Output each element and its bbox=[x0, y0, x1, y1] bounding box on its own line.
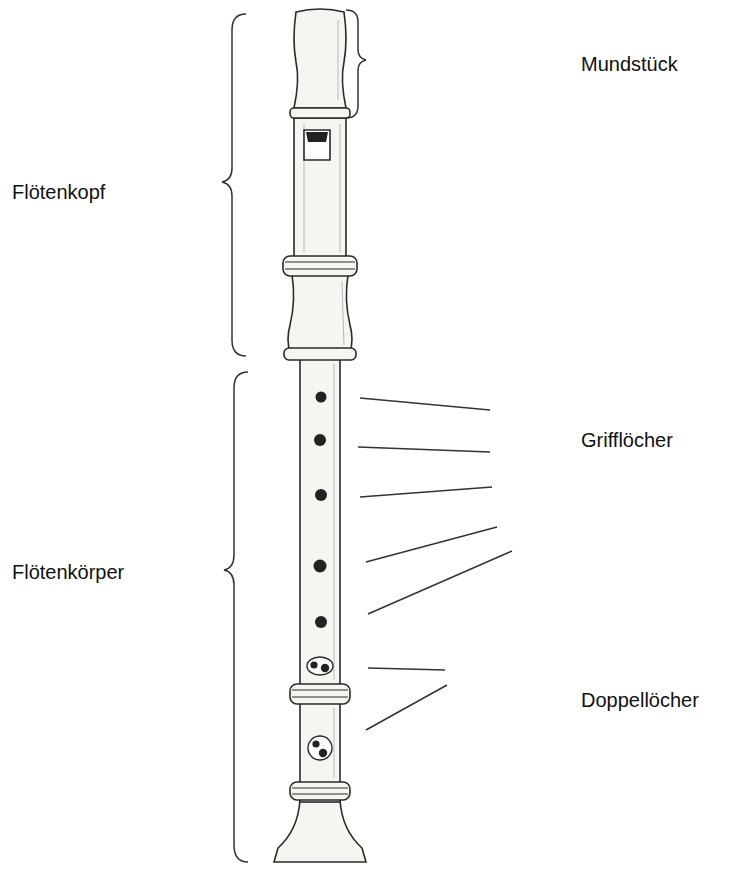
braces bbox=[222, 10, 366, 862]
double-holes bbox=[307, 657, 333, 760]
recorder bbox=[274, 9, 366, 862]
windway bbox=[306, 132, 328, 142]
part-label: Flötenkörper bbox=[12, 560, 124, 584]
leader-lines bbox=[358, 398, 512, 730]
shading bbox=[304, 20, 344, 778]
ring-grooves bbox=[285, 262, 355, 794]
window bbox=[304, 130, 330, 160]
part-label: Grifflöcher bbox=[581, 428, 673, 452]
part-label: Doppellöcher bbox=[581, 688, 699, 712]
finger-holes bbox=[314, 392, 328, 629]
part-label: Mundstück bbox=[581, 52, 678, 76]
part-label: Flötenkopf bbox=[12, 180, 105, 204]
